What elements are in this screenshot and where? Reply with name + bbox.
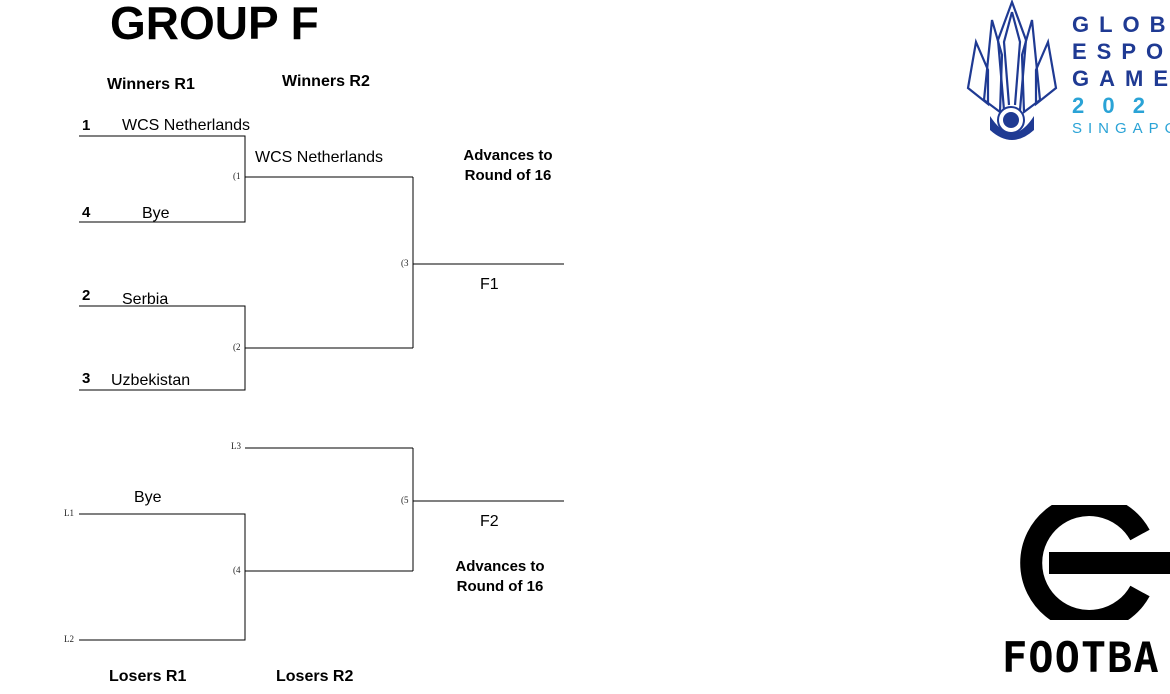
header-winners-r2: Winners R2 [282, 73, 370, 90]
team-slot-4: Bye [142, 205, 170, 222]
match-number-1: (1 [233, 171, 241, 181]
advances-note-top-line2: Round of 16 [464, 167, 552, 184]
loser-label-l1: L1 [64, 508, 74, 518]
advances-note-top-line1: Advances to [463, 147, 553, 164]
loser-label-l2: L2 [64, 634, 74, 644]
final-label-f1: F1 [480, 276, 499, 293]
advances-note-bottom-line2: Round of 16 [456, 578, 544, 595]
logo-line-5: SINGAPO [1072, 120, 1170, 137]
efootball-logo: FOOTBA [1000, 505, 1170, 694]
bracket-line-l1 [79, 513, 246, 641]
logo-line-4: 2 0 2 [1072, 93, 1151, 118]
loser-label-l3: L3 [231, 441, 241, 451]
seed-2: 2 [82, 287, 91, 304]
group-title: GROUP F [110, 0, 319, 49]
advances-note-top: Advances to Round of 16 [450, 146, 566, 186]
bracket-line-w1 [79, 135, 246, 223]
final-label-f2: F2 [480, 513, 499, 530]
team-slot-2: Serbia [122, 291, 169, 308]
logo-line-2: ESPORT [1072, 39, 1170, 64]
team-slot-1: WCS Netherlands [122, 117, 251, 134]
match-number-3: (3 [401, 258, 409, 268]
seed-3: 3 [82, 370, 91, 387]
advances-note-bottom: Advances to Round of 16 [442, 557, 558, 597]
advances-note-bottom-line1: Advances to [455, 558, 545, 575]
team-slot-3: Uzbekistan [111, 372, 191, 389]
efootball-emblem-icon [1020, 505, 1170, 620]
crown-emblem-icon [966, 0, 1058, 140]
match-number-4: (4 [233, 565, 241, 575]
seed-1: 1 [82, 117, 91, 134]
global-esports-games-logo: GLOBA ESPORT GAME 2 0 2 SINGAPO [962, 0, 1170, 146]
winners-r2-top-team: WCS Netherlands [255, 149, 384, 166]
losers-bye: Bye [134, 489, 162, 506]
header-winners-r1: Winners R1 [107, 76, 195, 93]
efootball-wordmark: FOOTBA [1002, 633, 1160, 682]
header-losers-r2: Losers R2 [276, 668, 354, 685]
match-number-5: (5 [401, 495, 409, 505]
seed-4: 4 [82, 204, 91, 221]
logo-line-3: GAME [1072, 66, 1170, 91]
match-number-2: (2 [233, 342, 241, 352]
header-losers-r1: Losers R1 [109, 668, 187, 685]
logo-line-1: GLOBA [1072, 12, 1170, 37]
